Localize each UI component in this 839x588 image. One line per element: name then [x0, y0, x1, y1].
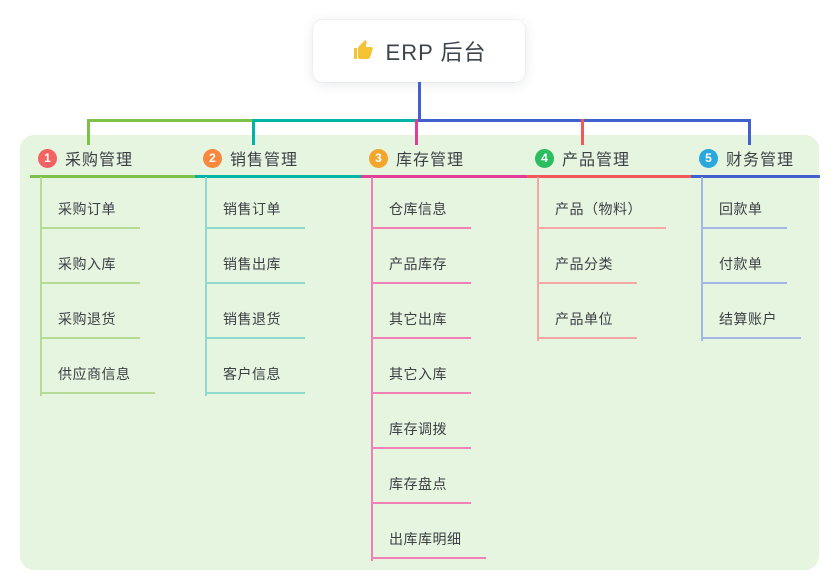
- child-node[interactable]: 回款单: [701, 174, 787, 229]
- child-node[interactable]: 付款单: [701, 229, 787, 284]
- child-node[interactable]: 产品（物料）: [537, 174, 666, 229]
- child-node-label: 采购退货: [58, 311, 116, 327]
- child-node[interactable]: 销售订单: [205, 174, 305, 229]
- connector-branch-drop-4: [581, 119, 584, 145]
- child-node-label: 产品库存: [389, 256, 447, 272]
- child-node-label: 仓库信息: [389, 201, 447, 217]
- child-node-label: 付款单: [719, 256, 763, 272]
- branch-node[interactable]: 3 库存管理: [361, 141, 527, 178]
- branch-children-connector: [40, 177, 42, 396]
- child-node[interactable]: 销售出库: [205, 229, 305, 284]
- branch-children-connector: [537, 177, 539, 341]
- connector-branch-drop-3: [415, 119, 418, 145]
- child-node-label: 产品分类: [555, 256, 613, 272]
- child-node[interactable]: 出库库明细: [371, 504, 486, 559]
- child-node[interactable]: 供应商信息: [40, 339, 155, 394]
- child-node[interactable]: 其它出库: [371, 284, 471, 339]
- child-node-label: 回款单: [719, 201, 763, 217]
- connector-branch-drop-1: [87, 119, 90, 145]
- branch-children-connector: [701, 177, 703, 341]
- child-node-label: 产品（物料）: [555, 201, 642, 217]
- branch-node[interactable]: 1 采购管理: [30, 141, 196, 178]
- priority-badge: 2: [203, 148, 222, 168]
- branch-5: 5 财务管理回款单付款单结算账户: [691, 141, 820, 341]
- child-node-label: 客户信息: [223, 366, 281, 382]
- branch-node[interactable]: 2 销售管理: [195, 141, 361, 178]
- child-node-label: 采购入库: [58, 256, 116, 272]
- branch-label: 产品管理: [562, 152, 631, 169]
- child-node[interactable]: 仓库信息: [371, 174, 471, 229]
- child-node[interactable]: 客户信息: [205, 339, 305, 394]
- connector-bus-segment-2: [252, 119, 418, 122]
- branch-node[interactable]: 5 财务管理: [691, 141, 820, 178]
- branches-panel: [20, 135, 819, 570]
- child-node-label: 供应商信息: [58, 366, 131, 382]
- root-title: ERP 后台: [385, 40, 487, 65]
- branch-children-connector: [205, 177, 207, 396]
- child-node-label: 采购订单: [58, 201, 116, 217]
- branch-label: 销售管理: [230, 152, 299, 169]
- child-node-label: 结算账户: [719, 311, 777, 327]
- branch-label: 库存管理: [396, 152, 465, 169]
- child-node[interactable]: 产品单位: [537, 284, 637, 339]
- child-node[interactable]: 产品分类: [537, 229, 637, 284]
- child-node[interactable]: 采购入库: [40, 229, 140, 284]
- priority-badge: 4: [535, 148, 554, 168]
- connector-branch-drop-5: [748, 119, 751, 145]
- priority-badge: 1: [38, 148, 57, 168]
- branch-4: 4 产品管理产品（物料） 产品分类产品单位: [527, 141, 693, 341]
- child-node[interactable]: 采购退货: [40, 284, 140, 339]
- thumbs-up-icon: [352, 39, 376, 63]
- branch-1: 1 采购管理采购订单采购入库采购退货供应商信息: [30, 141, 196, 396]
- child-node[interactable]: 库存盘点: [371, 449, 471, 504]
- child-node-label: 销售退货: [223, 311, 281, 327]
- child-node-label: 其它入库: [389, 366, 447, 382]
- connector-bus-segment-3: [417, 119, 751, 122]
- branch-children-connector: [371, 177, 373, 561]
- child-node-label: 产品单位: [555, 311, 613, 327]
- child-node-label: 销售出库: [223, 256, 281, 272]
- branch-label: 财务管理: [726, 152, 795, 169]
- priority-badge: 5: [699, 148, 718, 168]
- child-node[interactable]: 采购订单: [40, 174, 140, 229]
- child-node-label: 出库库明细: [389, 531, 462, 547]
- root-node[interactable]: ERP 后台: [313, 20, 525, 82]
- branch-label: 采购管理: [65, 152, 134, 169]
- child-node[interactable]: 销售退货: [205, 284, 305, 339]
- child-node-label: 销售订单: [223, 201, 281, 217]
- connector-bus-segment-1: [87, 119, 253, 122]
- child-node-label: 库存盘点: [389, 476, 447, 492]
- connector-branch-drop-2: [252, 119, 255, 145]
- child-node[interactable]: 其它入库: [371, 339, 471, 394]
- child-node[interactable]: 产品库存: [371, 229, 471, 284]
- branch-3: 3 库存管理仓库信息产品库存其它出库其它入库库存调拨库存盘点出库库明细: [361, 141, 527, 561]
- child-node[interactable]: 结算账户: [701, 284, 801, 339]
- priority-badge: 3: [369, 148, 388, 168]
- child-node-label: 库存调拨: [389, 421, 447, 437]
- child-node-label: 其它出库: [389, 311, 447, 327]
- branch-2: 2 销售管理销售订单销售出库销售退货客户信息: [195, 141, 361, 396]
- connector-root-vertical: [418, 82, 421, 121]
- branch-node[interactable]: 4 产品管理: [527, 141, 693, 178]
- child-node[interactable]: 库存调拨: [371, 394, 471, 449]
